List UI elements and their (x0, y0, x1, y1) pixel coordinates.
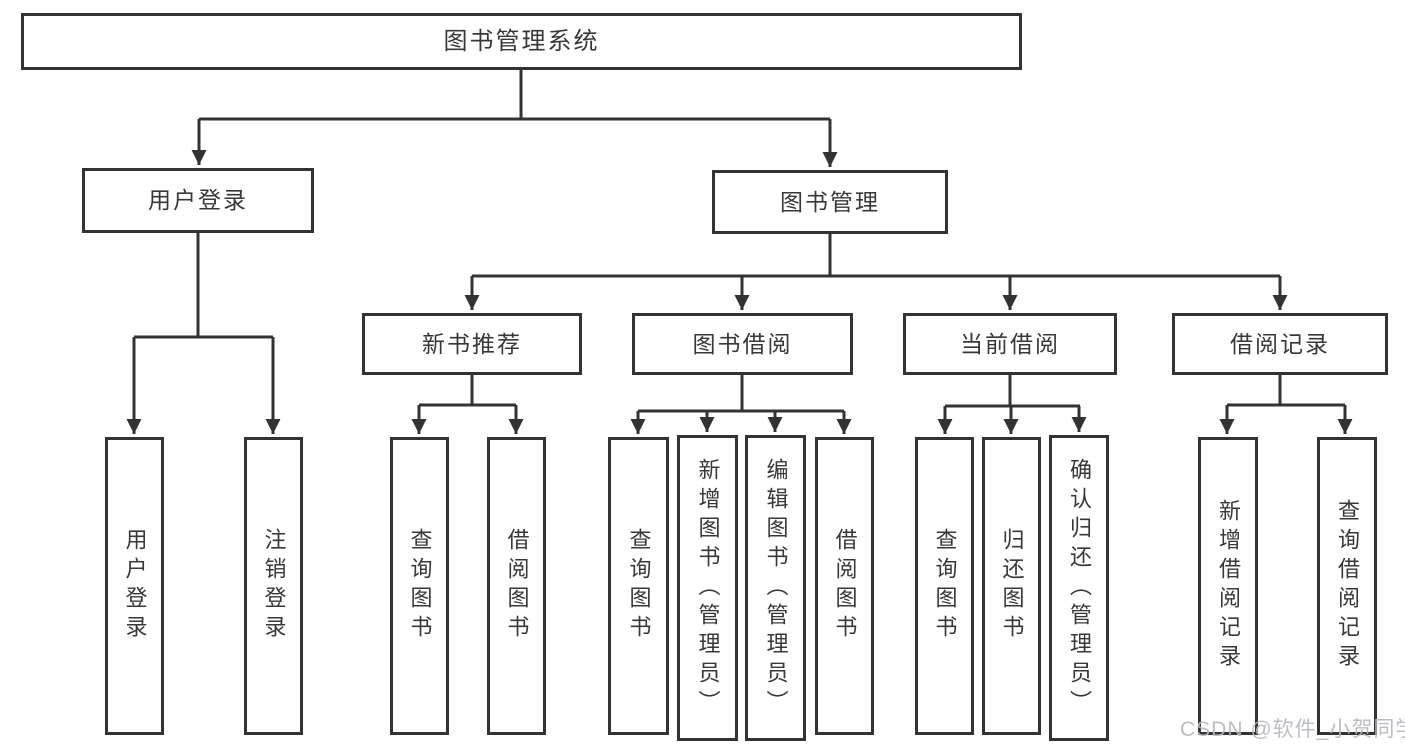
connector-user-login-children (126, 232, 281, 434)
node-borrow-records: 借阅记录 (1172, 313, 1388, 375)
leaf-confirm-return-admin: 确认归还（管理员） (1049, 435, 1109, 741)
connector-book-borrow-children (630, 375, 852, 434)
node-current-borrow: 当前借阅 (903, 313, 1117, 375)
leaf-return-book: 归还图书 (982, 437, 1041, 735)
connector-new-book-children (411, 375, 524, 434)
node-book-management: 图书管理 (712, 170, 948, 234)
leaf-logout: 注销登录 (244, 437, 303, 735)
leaf-borrow-books-recommend: 借阅图书 (487, 437, 546, 735)
leaf-add-borrow-record: 新增借阅记录 (1198, 437, 1258, 735)
leaf-query-books-recommend: 查询图书 (390, 437, 449, 735)
node-root: 图书管理系统 (21, 13, 1022, 70)
connector-borrow-records-children (1219, 375, 1353, 434)
node-book-borrow: 图书借阅 (632, 313, 853, 375)
node-user-login: 用户登录 (82, 168, 314, 233)
csdn-watermark: CSDN @软件_小贺同学 (1180, 718, 1405, 741)
leaf-add-book-admin: 新增图书（管理员） (677, 435, 738, 741)
leaf-borrow-books-borrow: 借阅图书 (815, 437, 874, 735)
leaf-edit-book-admin: 编辑图书（管理员） (745, 435, 806, 741)
leaf-query-books-borrow: 查询图书 (608, 437, 669, 735)
connector-book-management-children (464, 233, 1288, 310)
node-new-book-recommend: 新书推荐 (362, 313, 582, 375)
leaf-user-login: 用户登录 (105, 437, 164, 735)
connector-root-to-level2 (191, 69, 838, 167)
connector-current-borrow-children (937, 375, 1087, 434)
leaf-query-books-current: 查询图书 (915, 437, 974, 735)
leaf-query-borrow-record: 查询借阅记录 (1317, 437, 1377, 735)
